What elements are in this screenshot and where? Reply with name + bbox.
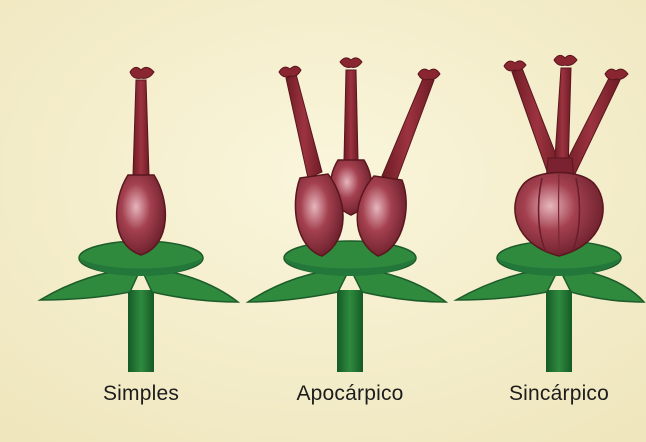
label-apocarpico: Apocárpico — [296, 382, 403, 406]
ovary — [117, 175, 166, 255]
stem — [337, 290, 363, 372]
stem — [546, 290, 572, 372]
label-simples: Simples — [103, 382, 179, 406]
label-sincarpico: Sincárpico — [509, 382, 609, 406]
stem — [128, 290, 154, 372]
stigma — [130, 67, 154, 78]
style-center — [344, 70, 358, 160]
stigma-center — [554, 55, 577, 65]
style — [133, 80, 149, 175]
